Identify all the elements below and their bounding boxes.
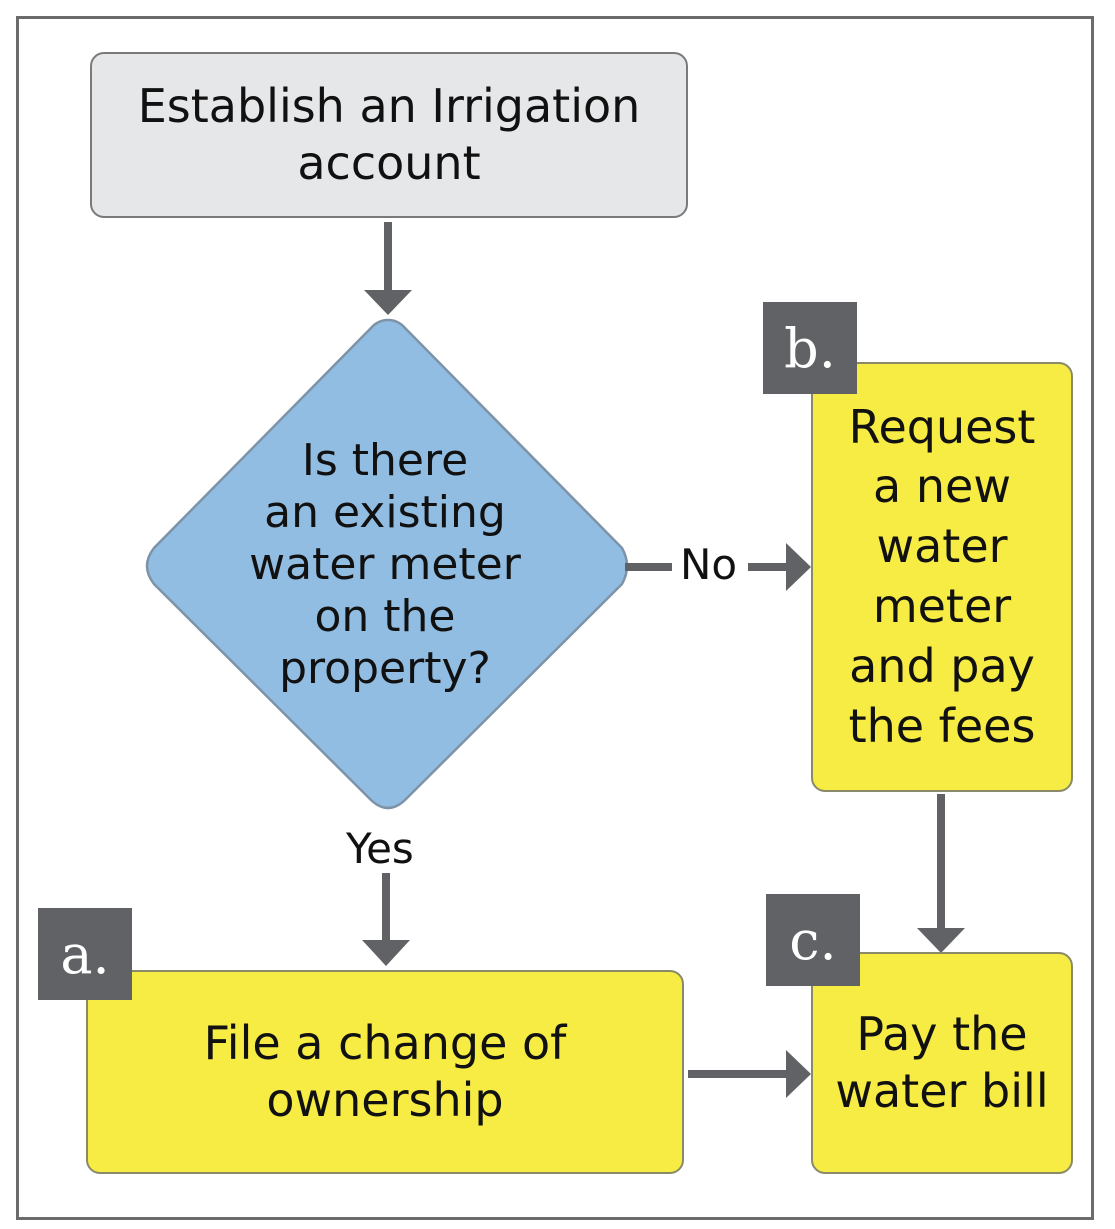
arrowhead-a-to-c — [786, 1050, 811, 1098]
step-b-node: Request a new water meter and pay the fe… — [811, 362, 1073, 792]
decision-diamond — [145, 318, 629, 810]
step-c-tag: c. — [766, 894, 860, 986]
step-a-label: File a change of ownership — [203, 1015, 567, 1128]
step-c-node: Pay the water bill — [811, 952, 1073, 1174]
step-a-tag: a. — [38, 908, 132, 1000]
arrowhead-start-to-decision — [364, 290, 412, 315]
start-node-label: Establish an Irrigation account — [137, 78, 641, 191]
arrowhead-b-to-c — [917, 928, 965, 953]
step-b-tag: b. — [763, 302, 857, 394]
edge-label-yes: Yes — [346, 824, 414, 873]
step-a-node: File a change of ownership — [86, 970, 684, 1174]
decision-node-label: Is there an existing water meter on the … — [249, 435, 521, 694]
arrowhead-yes — [362, 940, 410, 966]
step-c-label: Pay the water bill — [835, 1006, 1049, 1119]
edge-label-no: No — [680, 540, 738, 589]
start-node: Establish an Irrigation account — [90, 52, 688, 218]
step-b-label: Request a new water meter and pay the fe… — [848, 399, 1036, 753]
arrowhead-no — [786, 543, 811, 591]
